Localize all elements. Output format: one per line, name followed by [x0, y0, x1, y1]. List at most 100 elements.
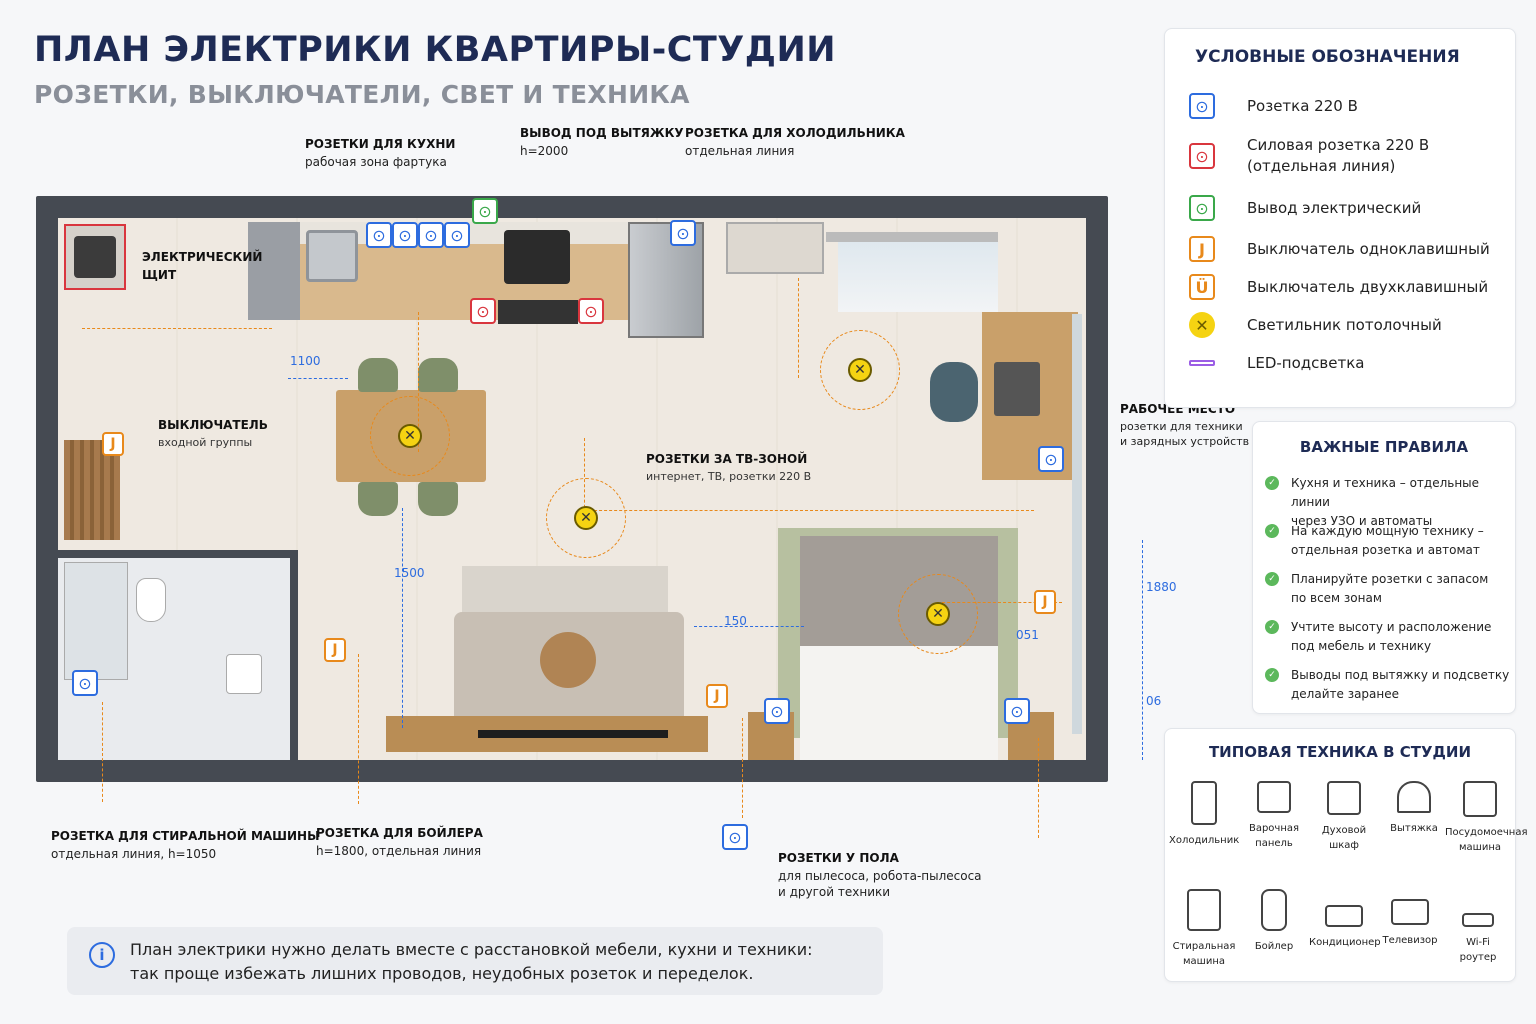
sink [306, 230, 358, 282]
rule-item: ✓На каждую мощную технику –отдельная роз… [1265, 522, 1484, 560]
callout-hood-outlet: ВЫВОД ПОД ВЫТЯЖКУ h=2000 [520, 126, 684, 158]
light-zone [370, 396, 450, 476]
window-rail [826, 232, 998, 242]
wire [82, 328, 272, 329]
socket-icon[interactable]: ⊙ [764, 698, 790, 724]
ceiling-light-icon[interactable]: ✕ [848, 358, 872, 382]
check-icon: ✓ [1265, 476, 1279, 490]
legend-item: ⊙ Розетка 220 В [1189, 93, 1358, 119]
ceiling-light-icon[interactable]: ✕ [398, 424, 422, 448]
kitchen-cabinet [248, 222, 300, 320]
socket-icon[interactable]: ⊙ [1038, 446, 1064, 472]
rules-title: ВАЖНЫЕ ПРАВИЛА [1299, 438, 1469, 456]
panel-box [74, 236, 116, 278]
legend-item: Ü Выключатель двухклавишный [1189, 274, 1488, 300]
dim-line [402, 508, 403, 728]
right-window [1072, 314, 1082, 734]
wire [798, 278, 799, 378]
wire [942, 602, 1062, 603]
rules-panel: ВАЖНЫЕ ПРАВИЛА ✓Кухня и техника – отдель… [1252, 421, 1516, 714]
socket-icon[interactable]: ⊙ [722, 824, 748, 850]
single-switch-icon[interactable]: J [706, 684, 728, 708]
entry-switch-note: входной группы [158, 436, 253, 449]
single-switch-icon[interactable]: J [324, 638, 346, 662]
cooktop-icon [1257, 781, 1291, 813]
check-icon: ✓ [1265, 572, 1279, 586]
power-socket-icon[interactable]: ⊙ [470, 298, 496, 324]
washer-icon [1187, 889, 1221, 931]
info-box: i План электрики нужно делать вместе с р… [67, 927, 883, 995]
socket-icon[interactable]: ⊙ [1004, 698, 1030, 724]
socket-icon[interactable]: ⊙ [670, 220, 696, 246]
shoe-rack [64, 440, 120, 540]
tech-panel: ТИПОВАЯ ТЕХНИКА В СТУДИИ Холодильник Вар… [1164, 728, 1528, 982]
panel-label-2: ЩИТ [142, 268, 177, 282]
electric-panel [64, 224, 126, 290]
wire [102, 702, 103, 802]
socket-icon[interactable]: ⊙ [418, 222, 444, 248]
chair [358, 482, 398, 516]
wire [418, 312, 419, 452]
wire [1038, 738, 1039, 838]
dishwasher-icon [1463, 781, 1497, 817]
ac-icon [1325, 905, 1363, 927]
tech-item: Кондиционер [1309, 889, 1381, 950]
dimension-label: 150 [724, 614, 747, 628]
wire [584, 510, 1034, 511]
tech-item: Холодильник [1169, 781, 1239, 848]
socket-icon[interactable]: ⊙ [392, 222, 418, 248]
ceiling-light-icon: ✕ [1189, 312, 1215, 338]
led-strip-icon [1189, 350, 1215, 376]
callout-kitchen-sockets: РОЗЕТКИ ДЛЯ КУХНИ рабочая зона фартука [305, 137, 456, 169]
ceiling-light-icon[interactable]: ✕ [574, 506, 598, 530]
oven-icon [1327, 781, 1361, 815]
tv-sockets-label: РОЗЕТКИ ЗА ТВ-ЗОНОЙ [646, 452, 808, 466]
coffee-table [540, 632, 596, 688]
legend-title: УСЛОВНЫЕ ОБОЗНАЧЕНИЯ [1195, 47, 1460, 67]
oven [498, 300, 578, 324]
outlet-icon[interactable]: ⊙ [472, 198, 498, 224]
single-switch-icon[interactable]: J [102, 432, 124, 456]
router-icon [1462, 913, 1494, 927]
wire [742, 718, 743, 818]
shower [64, 562, 128, 680]
dimension-label: 06 [1146, 694, 1162, 708]
dimension-label: 1500 [394, 566, 425, 580]
callout-workplace: РАБОЧЕЕ МЕСТО розетки для техники и заря… [1120, 402, 1250, 448]
floor-plan: ЭЛЕКТРИЧЕСКИЙ ЩИТ ВЫКЛЮЧАТЕЛЬ входной гр… [36, 196, 1108, 838]
tech-item: Бойлер [1239, 889, 1309, 954]
check-icon: ✓ [1265, 524, 1279, 538]
check-icon: ✓ [1265, 620, 1279, 634]
socket-icon[interactable]: ⊙ [444, 222, 470, 248]
callout-washer-socket: РОЗЕТКА ДЛЯ СТИРАЛЬНОЙ МАШИНЫ отдельная … [51, 829, 320, 861]
window-light [838, 242, 998, 312]
ac-unit [726, 222, 824, 274]
tv-icon [1391, 899, 1429, 925]
socket-icon[interactable]: ⊙ [366, 222, 392, 248]
dim-line [694, 626, 804, 627]
legend-item: ⊙ Вывод электрический [1189, 195, 1421, 221]
chair [418, 358, 458, 392]
light-zone [820, 330, 900, 410]
legend-item: ⊙ Силовая розетка 220 В (отдельная линия… [1189, 135, 1429, 177]
tv [478, 730, 668, 738]
tech-item: Вытяжка [1379, 781, 1449, 836]
double-switch-icon[interactable]: J [1034, 590, 1056, 614]
socket-icon[interactable]: ⊙ [72, 670, 98, 696]
info-icon: i [89, 942, 115, 968]
check-icon: ✓ [1265, 668, 1279, 682]
legend-item: ✕ Светильник потолочный [1189, 312, 1442, 338]
power-socket-icon: ⊙ [1189, 143, 1215, 169]
cooktop [504, 230, 570, 284]
power-socket-icon[interactable]: ⊙ [578, 298, 604, 324]
floor-area: ЭЛЕКТРИЧЕСКИЙ ЩИТ ВЫКЛЮЧАТЕЛЬ входной гр… [58, 198, 1086, 838]
ceiling-light-icon[interactable]: ✕ [926, 602, 950, 626]
hood-icon [1397, 781, 1431, 813]
chair [358, 358, 398, 392]
dimension-label: 051 [1016, 628, 1039, 642]
